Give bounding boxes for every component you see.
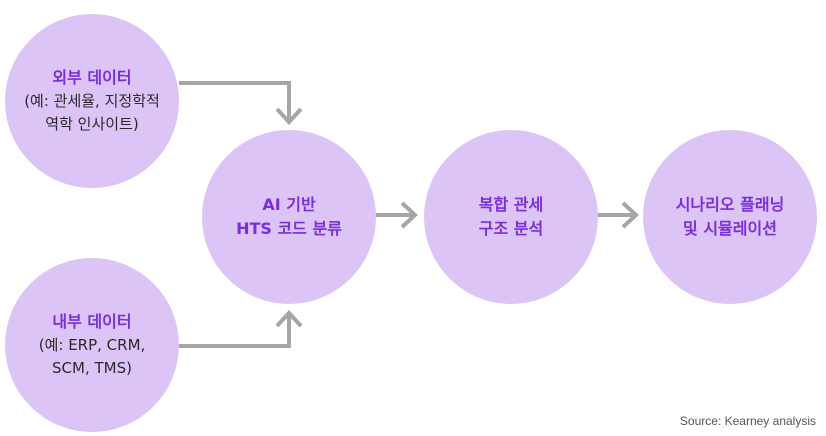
arrow-ai-to-complex-head xyxy=(400,201,418,229)
complex-tariff-analysis-node: 복합 관세 구조 분석 xyxy=(424,130,598,304)
internal-data-node: 내부 데이터 (예: ERP, CRM, SCM, TMS) xyxy=(5,258,179,432)
arrow-external-to-ai xyxy=(179,81,291,121)
external-data-example-line2: 역학 인사이트) xyxy=(45,115,139,133)
internal-data-example-line1: (예: ERP, CRM, xyxy=(38,336,146,354)
ai-node-line1: AI 기반 xyxy=(262,195,316,214)
external-data-node: 외부 데이터 (예: 관세율, 지정학적 역학 인사이트) xyxy=(5,14,179,188)
scenario-node-line1: 시나리오 플래닝 xyxy=(675,195,785,214)
external-data-example-line1: (예: 관세율, 지정학적 xyxy=(24,92,160,110)
complex-node-line1: 복합 관세 xyxy=(478,195,544,214)
internal-data-title: 내부 데이터 xyxy=(52,312,132,331)
source-note: Source: Kearney analysis xyxy=(679,414,816,428)
complex-node-line2: 구조 분석 xyxy=(478,219,544,238)
scenario-planning-node: 시나리오 플래닝 및 시뮬레이션 xyxy=(643,130,817,304)
ai-hts-classification-node: AI 기반 HTS 코드 분류 xyxy=(202,130,376,304)
arrow-internal-to-ai-head xyxy=(275,310,303,328)
arrow-external-to-ai-head xyxy=(275,107,303,125)
internal-data-example-line2: SCM, TMS) xyxy=(52,359,132,377)
arrow-complex-to-scenario-head xyxy=(621,201,639,229)
external-data-title: 외부 데이터 xyxy=(52,68,132,87)
arrow-internal-to-ai xyxy=(179,314,291,348)
ai-node-line2: HTS 코드 분류 xyxy=(236,219,342,238)
scenario-node-line2: 및 시뮬레이션 xyxy=(683,219,777,238)
